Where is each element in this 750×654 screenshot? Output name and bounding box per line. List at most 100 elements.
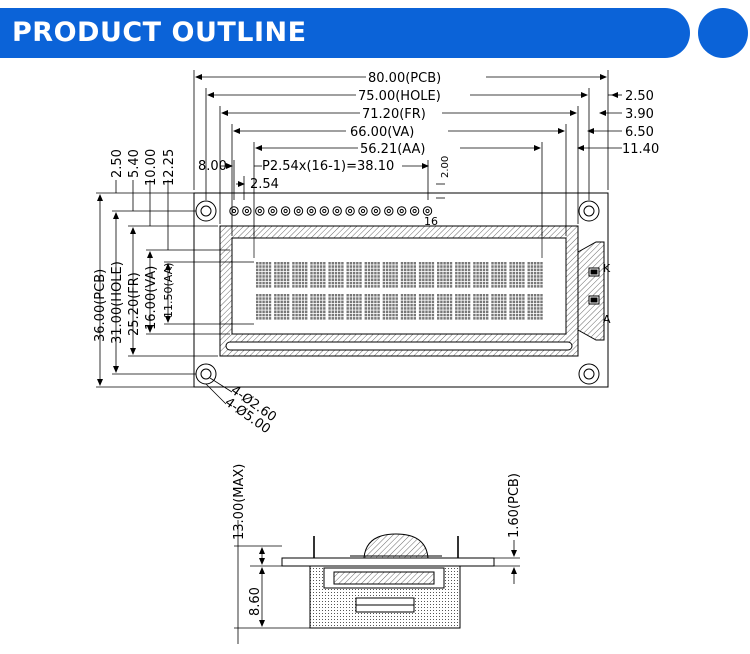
mounting-holes [195,200,600,385]
character-cell [292,262,308,288]
side-view-labels: 13.00(MAX) 1.60(PCB) 8.60 [232,464,522,616]
character-cell [400,262,416,288]
pin-hole [283,208,288,214]
dim-right-2-50: 2.50 [625,89,654,104]
pin-pad [242,206,252,216]
character-cell [346,294,362,320]
dim-pcb-height: 36.00(PCB) [93,269,108,342]
character-grid [256,262,543,320]
character-cell [509,294,525,320]
dim-left-12-25: 12.25 [162,149,177,186]
pin-hole [322,208,327,214]
pin-pad [229,206,239,216]
pin-pad [268,206,278,216]
side-pcb [281,557,495,567]
dim-body-height: 8.60 [248,587,263,616]
dim-pin-offset: 8.00 [198,159,227,174]
character-cell [328,262,344,288]
pin-pad [422,206,433,216]
pin-hole [373,208,378,214]
pin-pad [255,206,265,216]
pin-pad [293,206,304,216]
pin-pad [332,206,342,216]
character-cell [310,294,326,320]
dim-hole-width: 75.00(HOLE) [358,89,441,104]
pin-pad [280,206,291,216]
dim-fr-height: 25.20(FR) [127,272,142,336]
pin-pad [384,206,394,216]
character-cell [473,262,489,288]
dim-right-3-90: 3.90 [625,107,654,122]
title-banner: PRODUCT OUTLINE [0,8,690,58]
pin-hole [425,208,430,214]
pin-pad [409,206,420,216]
pin-pad [319,206,329,216]
label-a: A [603,313,611,326]
front-view [193,192,609,388]
character-cell [274,262,290,288]
character-cell [328,294,344,320]
side-view [234,520,520,644]
backlight-labels: K A [603,262,611,326]
pin-pad [358,206,368,216]
character-cell [382,294,398,320]
character-cell [527,262,543,288]
character-cell [418,262,435,288]
character-cell [310,262,326,288]
dim-pin-pitch: 2.54 [250,177,279,192]
character-cell [256,294,272,320]
pin-hole [399,208,404,214]
character-cell [455,262,471,288]
dim-va-height: 16.00(VA) [144,266,159,330]
dim-pin-height: 2.00 [440,156,451,178]
character-cell [382,262,398,288]
pin-hole [231,208,237,214]
character-cell [437,294,453,320]
pin-hole [386,208,391,214]
page-title: PRODUCT OUTLINE [12,17,307,48]
character-cell [364,262,380,288]
dim-pin-last: 16 [424,215,438,228]
character-cell [491,294,507,320]
dim-right-6-50: 6.50 [625,125,654,140]
pin-hole [257,208,262,214]
character-cell [346,262,362,288]
backlight-tab [577,241,605,341]
dim-pcb-width: 80.00(PCB) [368,71,441,86]
dim-max-height: 13.00(MAX) [232,464,247,540]
character-cell [364,294,380,320]
dim-pcb-thickness: 1.60(PCB) [507,473,522,538]
left-dimensions [96,180,254,388]
character-cell [400,294,416,320]
dim-left-10-00: 10.00 [144,149,159,186]
character-cell [455,294,471,320]
dim-va-width: 66.00(VA) [350,125,414,140]
pin-hole [244,208,249,214]
character-cell [527,294,543,320]
label-k: K [603,262,611,275]
pin-hole [309,208,314,214]
character-cell [509,262,525,288]
pin-hole [270,208,275,214]
pin-pad [371,206,381,216]
character-cell [473,294,489,320]
top-dimensions [193,70,622,236]
dim-aa-width: 56.21(AA) [360,142,426,157]
pin-hole [335,208,340,214]
dim-pin-pitch-total: P2.54x(16-1)=38.10 [262,159,394,174]
pin-hole [296,208,301,214]
dim-left-2-50: 2.50 [110,149,125,178]
dim-right-11-40: 11.40 [622,142,659,157]
dim-hole-height: 31.00(HOLE) [110,261,125,344]
character-cell [491,262,507,288]
character-cell [292,294,308,320]
pin-hole [360,208,366,214]
dim-left-5-40: 5.40 [127,149,142,178]
hole-labels: 4-Ø2.60 4-Ø5.00 [222,383,279,437]
top-dimension-labels: 80.00(PCB) 75.00(HOLE) 71.20(FR) 66.00(V… [198,71,659,228]
character-cell [256,262,272,288]
side-lcd-body [363,533,429,559]
title-dot [698,8,748,58]
pin-hole [412,208,417,214]
dim-aa-height: 11.50(AA) [162,263,175,318]
